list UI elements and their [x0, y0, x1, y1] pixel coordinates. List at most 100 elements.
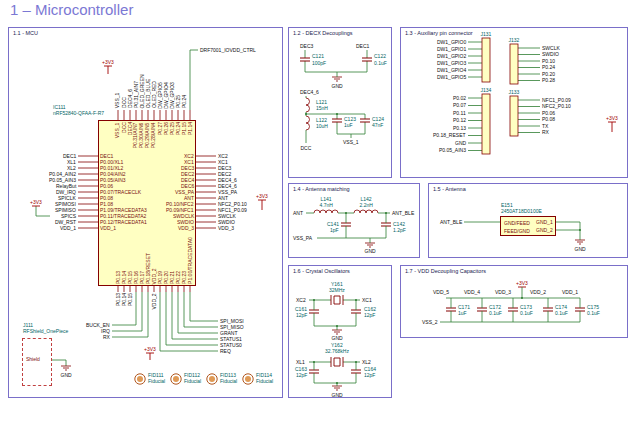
part-label: C142 [393, 222, 405, 227]
sheet-title: 1 – Microcontroller [10, 2, 133, 17]
net-label: P0.07 [453, 103, 466, 108]
net-label: XC1 [218, 160, 228, 165]
net-label: DW1_GPIO2 [437, 54, 466, 59]
net-label: NFC1_P0.09 [542, 98, 571, 103]
fiducial-mark: FID112Fiducial [170, 373, 182, 385]
pin-name: FEED/GND [504, 229, 530, 234]
part-label: 12pF [296, 313, 307, 318]
part-label: 0.1uF [587, 311, 600, 316]
section-frame: 1.7 - VDD Decoupling Capacitors [400, 265, 628, 338]
part-label: Y162 [331, 343, 343, 348]
wire [468, 42, 540, 151]
net-label: VDD_3 [495, 290, 511, 295]
part-label: C121 [312, 54, 324, 59]
fiducial-mark: FID114Fiducial [242, 373, 254, 385]
net-label: SWDIO [542, 52, 559, 57]
net-label: DEC2 [218, 172, 231, 177]
section-frame: 1.4 - Antenna matching [288, 183, 420, 258]
pin-name: GND_1 [536, 220, 553, 225]
fiducial-mark: FID111Fiducial [134, 373, 146, 385]
power-label: +3V3 [102, 60, 114, 65]
section-heading: 1.2 - DECX Decouplings [293, 31, 353, 37]
net-label: SPI_MISO [220, 325, 244, 330]
net-label: DW1_GPIO3 [437, 61, 466, 66]
part-label: 10uH [316, 124, 328, 129]
net-label: BUCK_EN [86, 323, 110, 328]
power-label: +3V3 [144, 347, 156, 352]
pin-name: P0.24 [176, 122, 181, 135]
section-heading: 1.1 - MCU [13, 31, 38, 37]
inductor-symbol [306, 98, 378, 213]
part-label: C161 [295, 307, 307, 312]
pin-name: P0.30/AIN6 [139, 122, 144, 148]
part-label: C141 [327, 222, 339, 227]
pin-name: P1.14 [188, 122, 193, 135]
net-label: DW_GPIO4 [164, 82, 169, 108]
net-label: P0.05_AIN3 [49, 178, 76, 183]
part-label: 0.1uF [489, 311, 502, 316]
net-label: ANT_BLE [392, 211, 414, 216]
part-label: 12pF [364, 373, 375, 378]
net-label: OLED_RED [151, 81, 156, 108]
net-label: P0.02 [453, 96, 466, 101]
pin-name: VDD_2 [152, 268, 157, 284]
pin-name: XC1 [184, 160, 194, 165]
pin-name: P0.16 [134, 271, 139, 284]
part-text: Fiducial [256, 379, 273, 384]
fiducial-ring [171, 374, 181, 384]
fiducial-pad [245, 376, 251, 382]
pin-name: DEC2 [181, 172, 194, 177]
net-label: OLED_BLUE [146, 79, 151, 108]
part-label: C164 [364, 367, 376, 372]
section-frame: 1.3 - Auxiliary pin connector [400, 27, 628, 178]
pin-name: VDD_1 [100, 226, 116, 231]
section-heading: 1.7 - VDD Decoupling Capacitors [405, 269, 486, 275]
part-text: J111 [23, 323, 33, 328]
net-label: VSS_PA [293, 236, 312, 241]
wire [36, 50, 218, 366]
net-label: DEC3 [300, 44, 313, 49]
junction-dot [305, 113, 581, 384]
pin-name: P0.29/AIN5 [145, 122, 150, 148]
net-label: DEC4_6 [300, 90, 319, 95]
net-label: P0.18_RESET [433, 133, 466, 138]
pin-name: ANT [184, 196, 194, 201]
part-label: C122 [374, 54, 386, 59]
net-label: P0.04_AIN2 [49, 172, 76, 177]
net-label: DW1_GPIO5 [437, 75, 466, 80]
net-label: SPICS [61, 214, 76, 219]
part-text: FID113 [220, 373, 236, 378]
net-label: P0.05_AIN3 [439, 148, 466, 153]
net-label: SWDIO [218, 220, 235, 225]
part-label: Y161 [331, 282, 343, 287]
part-label: J132 [509, 38, 520, 43]
pin-name: P0.12/TRACEDATA1 [100, 220, 147, 225]
power-label: +3V3 [30, 200, 42, 205]
part-label: C163 [295, 367, 307, 372]
net-label: SWCLK [542, 46, 560, 51]
net-label: XL2 [67, 166, 76, 171]
net-label: SPI_MOSI [220, 319, 244, 324]
net-label: P0.24 [182, 95, 187, 108]
part-label: 100pF [312, 61, 326, 66]
part-label: L122 [316, 118, 327, 123]
pin-name: P0.22 [176, 271, 181, 284]
net-label: VSS_1 [115, 92, 120, 108]
pin-name: DEC4 [128, 122, 133, 135]
part-text: IC111 [53, 105, 66, 110]
pin-name: P0.11/TRACEDATA2 [100, 214, 146, 219]
pin-name: DEC6 [181, 184, 194, 189]
pin-name: GND/FEED [504, 221, 530, 226]
net-label: XL2 [362, 360, 371, 365]
pin-name: P1.09/TRACEDATA3 [100, 208, 147, 213]
net-label: XC1 [362, 298, 372, 303]
pin-name: P0.13 [116, 271, 121, 284]
pin-name: P0.26 [164, 122, 169, 135]
fiducial-pad [209, 376, 215, 382]
part-text: Fiducial [184, 379, 201, 384]
fiducial-outline [170, 373, 182, 385]
part-label: J133 [509, 90, 520, 95]
power-label: +3V3 [256, 194, 268, 199]
pin-name: P0.20 [164, 271, 169, 284]
